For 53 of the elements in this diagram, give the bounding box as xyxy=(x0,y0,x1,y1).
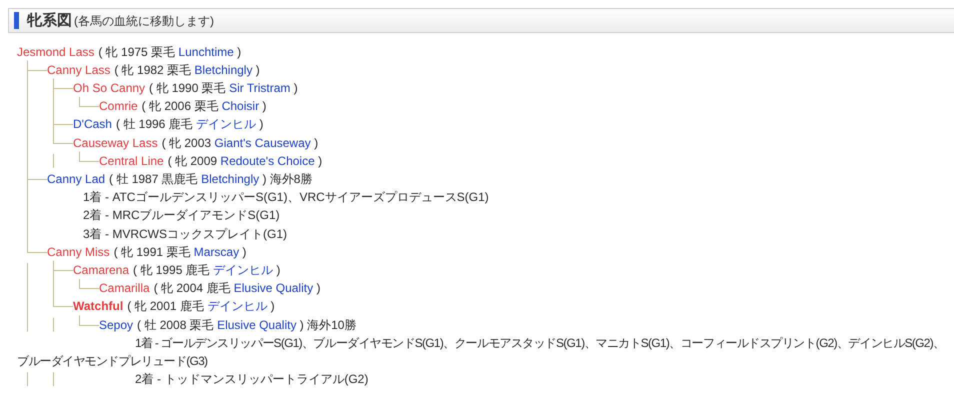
horse-name: Comrie xyxy=(99,97,138,116)
horse-name: Jesmond Lass xyxy=(17,42,94,61)
horse-name: Oh So Canny xyxy=(73,79,146,97)
sire-link: Marscay xyxy=(194,244,240,259)
horse-details: ( 牝 2003 Giant's Causeway ) xyxy=(162,134,318,152)
race-results: 2着 - トッドマンスリッパートライアル(G2) xyxy=(135,371,368,388)
tree-connector xyxy=(79,278,100,289)
tree-connector xyxy=(79,96,100,107)
tree-connector xyxy=(53,78,74,144)
sire-link: Bletchingly xyxy=(201,172,260,186)
sire-link: デインヒル xyxy=(196,117,256,132)
horse-details: ( 牝 1982 栗毛 Bletchingly ) xyxy=(114,62,260,79)
horse-name: Canny Miss xyxy=(47,242,110,261)
horse-name: Camarena xyxy=(73,261,130,279)
sire-link: Giant's Causeway xyxy=(214,136,311,150)
horse-details: ( 牝 2009 Redoute's Choice ) xyxy=(168,152,322,170)
horse-details: ( 牝 1990 栗毛 Sir Tristram ) xyxy=(149,80,298,97)
race-results: 2着 - MRCブルーダイアモンドS(G1) xyxy=(83,207,280,224)
horse-details: ( 牝 2006 栗毛 Choisir ) xyxy=(142,98,266,116)
sire-link: デインヒル xyxy=(207,299,268,314)
horse-name: Canny Lass xyxy=(47,60,110,79)
horse-name: Camarilla xyxy=(99,279,150,298)
horse-name: D'Cash xyxy=(73,115,112,134)
tree-connector xyxy=(79,314,100,326)
horse-details: ( 牡 2008 栗毛 Elusive Quality ) 海外10勝 xyxy=(137,316,356,334)
horse-details: ( 牝 1991 栗毛 Marscay ) xyxy=(114,244,246,261)
horse-details: ( 牡 1996 鹿毛 デインヒル ) xyxy=(116,116,264,134)
horse-name: Central Line xyxy=(99,152,164,170)
horse-name: Watchful xyxy=(73,297,124,316)
race-results: 1着 - ATCゴールデンスリッパーS(G1)、VRCサイアーズプロデュースS(G1) xyxy=(83,189,489,206)
sire-link: Bletchingly xyxy=(194,62,252,77)
horse-details: ( 牝 1975 栗毛 Lunchtime ) xyxy=(98,44,242,61)
tree-connector xyxy=(79,151,100,162)
tree-connector xyxy=(53,260,74,307)
header-note: (各馬の血統に移動します) xyxy=(74,13,214,30)
horse-details: ( 牝 2001 鹿毛 デインヒル ) xyxy=(127,298,275,316)
sire-link: Lunchtime xyxy=(178,44,234,59)
sire-link: Redoute's Choice xyxy=(220,154,315,168)
sire-link: Sir Tristram xyxy=(229,81,290,95)
horse-name: Canny Lad xyxy=(47,170,106,188)
sire-link: Elusive Quality xyxy=(234,281,314,296)
tree-connector xyxy=(27,60,48,253)
horse-name: Causeway Lass xyxy=(73,134,158,152)
sire-link: デインヒル xyxy=(213,263,274,277)
race-results: 1着 - ゴールデンスリッパーS(G1)、ブルーダイヤモンドS(G1)、クールモアスタッドS(G1)、マニカトS(G1)、コーフィールドスプリント(G2)、デインヒルS(G2)、ブルーダイヤモンドプレリュード(G3) xyxy=(17,334,946,370)
section-title: 牝系図 xyxy=(27,10,72,31)
sire-link: Choisir xyxy=(222,99,260,114)
horse-details: ( 牡 1987 黒鹿毛 Bletchingly ) 海外8勝 xyxy=(109,171,312,188)
horse-name: Sepoy xyxy=(99,316,134,334)
horse-details: ( 牝 2004 鹿毛 Elusive Quality ) xyxy=(154,280,320,298)
horse-details: ( 牝 1995 鹿毛 デインヒル ) xyxy=(133,262,280,279)
sire-link: Elusive Quality xyxy=(217,318,296,332)
race-results: 3着 - MVRCWSコックスプレイト(G1) xyxy=(83,226,287,243)
